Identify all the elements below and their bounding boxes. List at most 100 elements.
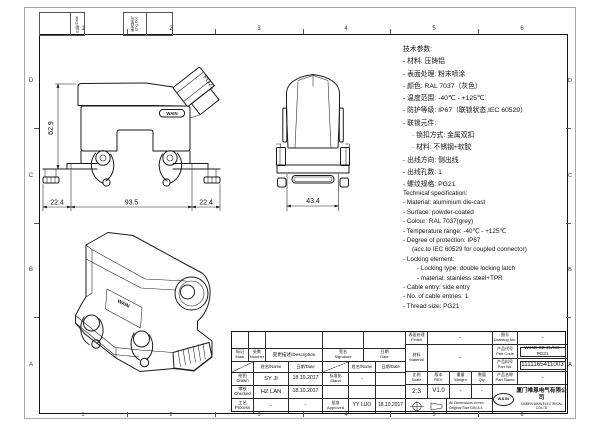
grid-col-label: 3 xyxy=(257,26,261,32)
grid-tick xyxy=(303,29,304,34)
projection-note-cell: All Dimensions in mm Original Size DIN A… xyxy=(406,399,493,413)
spec-en-title: Technical specification: xyxy=(403,190,468,197)
grid-tick xyxy=(566,223,571,224)
rev-header-description: 变更描述/Description xyxy=(266,349,323,362)
grid-tick xyxy=(566,317,571,318)
scale-value: 2:3 xyxy=(406,385,428,399)
grid-row-label: D xyxy=(28,78,34,84)
wain-logo: WAIN xyxy=(493,392,514,406)
front-view-drawing: 43.4 xyxy=(276,74,350,212)
drawn-label: 绘图 Drawn xyxy=(232,373,254,386)
part-no-cell: 1111165411003 xyxy=(518,359,567,372)
revision-cell xyxy=(323,332,364,349)
dims-note-line2: Original Size DIN A 4 xyxy=(449,406,483,410)
process-name: - xyxy=(254,399,289,413)
part-no-label: 产品料号 Part No. xyxy=(493,359,518,372)
spec-line: - 材料: 压铸铝 xyxy=(403,58,445,66)
diagonal-cell xyxy=(232,362,254,373)
dim-left-label: 22.4 xyxy=(50,200,64,207)
stand-label: 标准化 Stand xyxy=(323,373,349,386)
empty-cell xyxy=(376,386,406,399)
revision-cell xyxy=(266,332,323,349)
grid-col-label: 5 xyxy=(432,26,436,32)
front-view-body xyxy=(282,74,344,149)
rev-header-number: 处数 Number xyxy=(249,349,266,362)
corner-table-divider xyxy=(70,13,71,35)
qty-label: 数量 Qty. xyxy=(472,372,493,385)
iso-wain-badge-label: WAIN xyxy=(116,298,131,309)
spec-line: (acc.to IEC 60529 for coupled connector) xyxy=(412,246,527,254)
front-view-bracket xyxy=(276,143,350,188)
side-view-gland: PG21 xyxy=(145,66,220,119)
side-view-flange xyxy=(42,150,221,184)
iso-view-port xyxy=(174,276,209,311)
corner-table-date: 日期/Date xyxy=(39,12,85,36)
revision-cell xyxy=(364,332,406,349)
spec-line: - Thread size: PG21 xyxy=(403,302,460,310)
grid-tick xyxy=(303,412,304,417)
stand-name: - xyxy=(349,373,376,386)
grid-col-label: 6 xyxy=(520,411,524,418)
dim-width-label: 43.4 xyxy=(306,198,320,205)
grid-tick xyxy=(478,412,479,417)
subheader-date: 日期/Date xyxy=(289,362,323,373)
material-label: 材料 Material xyxy=(406,345,428,372)
iso-view-latches xyxy=(80,314,154,368)
title-block: 标记 Mark 处数 Number 变更描述/Description 签名 Si… xyxy=(231,331,567,413)
part-code-cell: W16B-SE-2L/SC-PG21 xyxy=(518,345,567,359)
spec-line: - Surface: powder-coated xyxy=(403,208,474,216)
qty-value: - xyxy=(472,385,493,399)
part-code-value: W16B-SE-2L/SC-PG21 xyxy=(519,346,566,357)
rev-header-date: 日期 Date xyxy=(364,349,406,362)
subheader-name: 姓名/Name xyxy=(349,362,376,373)
grid-col-label: 1 xyxy=(81,26,85,32)
grid-row-label: A xyxy=(568,362,572,368)
grid-col-label: 1 xyxy=(81,411,85,418)
grid-tick xyxy=(34,223,39,224)
grid-tick xyxy=(127,29,128,34)
diagonal-cell xyxy=(323,362,349,373)
spec-line: - 出线孔数: 1 xyxy=(403,168,442,176)
empty-cell xyxy=(349,386,376,399)
material-value: - xyxy=(428,345,493,372)
spec-line: - No. of cable entries: 1 xyxy=(403,293,469,301)
grid-col-label: 2 xyxy=(169,26,173,32)
dim-mid-label: 93.5 xyxy=(125,200,139,207)
grid-col-label: 5 xyxy=(432,411,436,418)
approved-name: YY LUO xyxy=(349,399,376,413)
checked-date: 18.10.2017 xyxy=(289,386,323,399)
process-date: - xyxy=(289,399,323,413)
rev-header-mark: 标记 Mark xyxy=(232,349,249,362)
corner-table-chg: 更改单号 Chg Doc xyxy=(123,12,173,36)
spec-line: - 温度范围: -40℃ - +125℃ xyxy=(403,95,485,103)
spec-line: - Locking element: xyxy=(403,255,455,263)
part-no-value: 1111165411003 xyxy=(519,360,566,370)
grid-col-label: 3 xyxy=(257,411,261,418)
part-code-label: 产品代号 Part Code xyxy=(493,345,518,359)
dims-note-line1: All Dimensions in mm xyxy=(449,401,484,406)
grid-tick xyxy=(478,29,479,34)
part-name-label: 产品名称 Part Name xyxy=(493,372,518,385)
grid-tick xyxy=(34,317,39,318)
grid-col-label: 2 xyxy=(169,411,173,418)
spec-line: - Degree of protection: IP67 xyxy=(403,237,481,245)
side-view-drawing: PG21 WAIN xyxy=(42,66,221,212)
revision-cell xyxy=(249,332,266,349)
dim-right-label: 22.4 xyxy=(199,200,213,207)
weight-label: 重量 Weight xyxy=(450,372,472,385)
spec-line: - Temperature range: -40℃ - +125℃ xyxy=(403,227,507,235)
grid-tick xyxy=(215,29,216,34)
spec-line: - Locking type: double locking latch xyxy=(417,265,516,273)
grid-tick xyxy=(566,128,571,129)
spec-line: - 颜色: RAL 7037（灰色） xyxy=(403,82,482,90)
grid-tick xyxy=(127,412,128,417)
side-view-cover xyxy=(77,82,153,106)
grid-row-label: D xyxy=(568,78,572,84)
approved-label: 批准 Approved xyxy=(323,399,349,413)
spec-line: - Material: aluminium die-cast xyxy=(403,199,486,207)
first-angle-projection-icon xyxy=(409,400,443,412)
outer-border xyxy=(24,7,576,419)
company-cell: WAIN 厦门唯恩电气有限公司 XIAMEN WAIN ELECTRICAL C… xyxy=(493,385,567,413)
approved-date: 18.10.2017 xyxy=(376,399,406,413)
